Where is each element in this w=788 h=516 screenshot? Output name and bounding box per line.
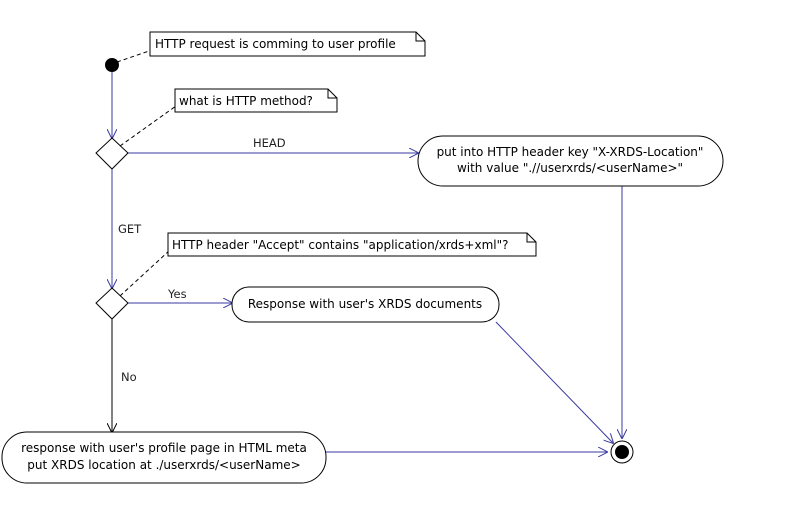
action-profile-page: response with user's profile page in HTM… bbox=[1, 431, 327, 484]
action-xrds-text: Response with user's XRDS documents bbox=[248, 297, 482, 311]
edge-label-get: GET bbox=[118, 222, 142, 236]
action-head-header: put into HTTP header key "X-XRDS-Locatio… bbox=[417, 135, 724, 187]
decision-method bbox=[95, 137, 129, 170]
note-method: what is HTTP method? bbox=[174, 88, 338, 113]
note-method-text: what is HTTP method? bbox=[179, 94, 313, 108]
note-connector-request bbox=[116, 49, 153, 63]
edge-label-yes: Yes bbox=[167, 287, 187, 301]
edge-label-head: HEAD bbox=[253, 136, 286, 150]
end-node bbox=[610, 440, 634, 464]
action-head-line2: with value ".//userxrds/<userName>" bbox=[457, 161, 683, 175]
start-node bbox=[105, 58, 119, 72]
note-request: HTTP request is comming to user profile bbox=[149, 31, 426, 57]
note-connector-accept bbox=[119, 249, 171, 297]
decision-accept bbox=[95, 287, 129, 320]
note-request-text: HTTP request is comming to user profile bbox=[155, 37, 396, 51]
note-connector-method bbox=[119, 105, 177, 147]
action-head-line1: put into HTTP header key "X-XRDS-Locatio… bbox=[437, 145, 704, 159]
edge-xrds-to-end bbox=[495, 321, 613, 443]
note-accept-text: HTTP header "Accept" contains "applicati… bbox=[172, 238, 509, 252]
edge-label-no: No bbox=[121, 370, 137, 384]
action-profile-line2: put XRDS location at ./userxrds/<userNam… bbox=[27, 458, 300, 472]
action-xrds-response: Response with user's XRDS documents bbox=[231, 286, 500, 323]
note-accept: HTTP header "Accept" contains "applicati… bbox=[167, 232, 537, 257]
action-profile-line1: response with user's profile page in HTM… bbox=[21, 441, 307, 455]
